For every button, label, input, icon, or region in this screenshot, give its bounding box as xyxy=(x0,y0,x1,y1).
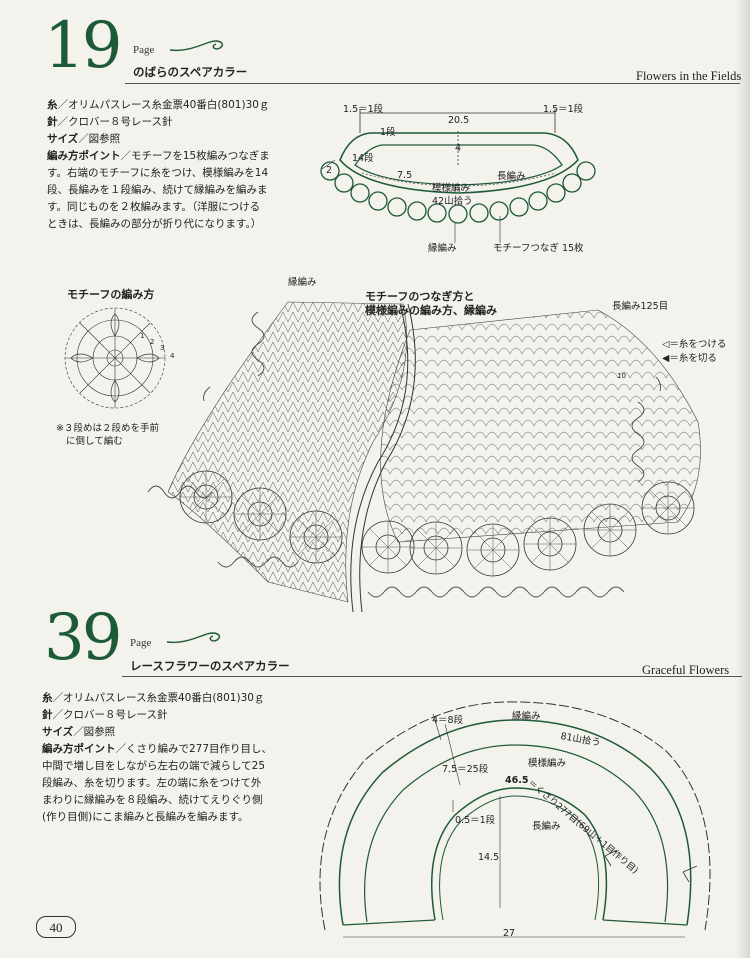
motif-chart xyxy=(64,307,166,409)
depth-label: 14.5 xyxy=(478,852,500,863)
legend-cut: ◀＝糸を切る xyxy=(662,353,717,364)
page-number-badge: 40 xyxy=(36,916,76,938)
row-1-label: 1段 xyxy=(380,127,396,138)
instruction-line: まわりに縁編みを８段編み、続けてえりぐり側 xyxy=(42,794,263,806)
pattern-label: 模様編み xyxy=(528,758,567,769)
long-stitch-top-label: 長編み125目 xyxy=(612,301,669,312)
long-stitch-label: 長編み xyxy=(532,821,561,832)
height-label: 4 xyxy=(455,143,462,154)
instruction-line: す。右端のモチーフに糸をつけ、模様編みを14 xyxy=(47,167,269,179)
instruction-line: 針／クロバー８号レース針 xyxy=(42,709,168,721)
page-gutter-shadow xyxy=(736,0,750,958)
instructions-19: 糸／オリムパスレース糸金票40番白(801)30ｇ 針／クロバー８号レース針 サ… xyxy=(47,97,270,233)
instruction-line: 針／クロバー８号レース針 xyxy=(47,116,173,128)
legend-attach: ◁＝糸をつける xyxy=(662,339,727,350)
instruction-line: 段編み、糸を切ります。左の端に糸をつけて外 xyxy=(42,777,262,789)
instruction-line: す。同じものを２枚編みます。（洋服につける xyxy=(47,201,261,213)
pickup-label: 42山拾う xyxy=(432,196,473,207)
ring-number: 4 xyxy=(170,352,175,360)
instructions-39: 糸／オリムパスレース糸金票40番白(801)30ｇ 針／クロバー８号レース針 サ… xyxy=(42,690,272,826)
row-14-label: 14段 xyxy=(352,153,374,164)
motif-note: ※３段めは２段めを手前 xyxy=(56,423,159,434)
dim-left: 1.5＝1段 xyxy=(343,104,384,115)
motif-join-label: モチーフつなぎ 15枚 xyxy=(493,243,584,254)
motif-title: モチーフの編み方 xyxy=(67,288,155,301)
instruction-line: (作り目側)にこま編みと長編みを編みます。 xyxy=(42,811,249,823)
flourish-ornament xyxy=(166,632,221,644)
ring-number: 3 xyxy=(160,344,165,352)
pattern-label: 模様編み xyxy=(432,183,471,194)
instruction-line: サイズ／図参照 xyxy=(47,133,121,145)
width-label: 27 xyxy=(503,928,516,939)
flourish-ornament xyxy=(169,40,224,52)
depth-label: 7.5 xyxy=(397,170,413,181)
chain-width-label: 46.5 xyxy=(505,775,529,786)
page-number: 40 xyxy=(49,920,63,935)
motif-note: に倒して編む xyxy=(66,436,123,447)
instruction-line: 段、長編みを１段編み、続けて縁編みを編みま xyxy=(47,184,268,196)
ring-number: 1 xyxy=(140,332,145,340)
page-word-label: Page xyxy=(133,44,155,56)
section-number-39: 39 xyxy=(44,601,122,675)
instruction-line: 編み方ポイント／くさり編みで277目作り目し、 xyxy=(42,743,273,755)
section-number-19: 19 xyxy=(44,9,122,83)
crochet-chart-19 xyxy=(147,301,701,613)
instruction-line: 編み方ポイント／モチーフを15枚編みつなぎま xyxy=(47,150,270,162)
dim-width: 20.5 xyxy=(448,115,470,126)
edging-label: 縁編み xyxy=(428,243,457,254)
instruction-line: 糸／オリムパスレース糸金票40番白(801)30ｇ xyxy=(42,692,265,704)
instruction-line: 中間で増し目をしながら左右の端で減らして25 xyxy=(42,760,266,772)
edge-row-label: 0.5＝1段 xyxy=(455,815,496,826)
page-word-label: Page xyxy=(130,637,152,649)
header-rule xyxy=(125,83,740,84)
instruction-line: ときは、長編みの部分が折り代になります。） xyxy=(47,218,262,230)
header-rule xyxy=(122,676,742,677)
section-title-en: Graceful Flowers xyxy=(642,663,730,677)
edging-top-label: 縁編み xyxy=(288,277,317,288)
ring-number: 2 xyxy=(150,338,155,346)
motif-number: 2 xyxy=(326,165,333,176)
body-rows-label: 7.5＝25段 xyxy=(442,764,489,775)
edge-rows-label: 4＝8段 xyxy=(432,715,464,726)
instruction-line: 糸／オリムパスレース糸金票40番白(801)30ｇ xyxy=(47,99,270,111)
section-title-en: Flowers in the Fields xyxy=(636,69,742,83)
edging-label: 縁編み xyxy=(512,711,541,722)
section-title-ja: のばらのスペアカラー xyxy=(133,65,248,79)
section-title-ja: レースフラワーのスペアカラー xyxy=(130,659,290,673)
collar-schematic-19 xyxy=(320,109,596,243)
collar-schematic-39 xyxy=(319,701,711,938)
dim-right: 1.5＝1段 xyxy=(543,104,584,115)
join-title: モチーフのつなぎ方と xyxy=(365,290,475,303)
long-stitch-label: 長編み xyxy=(497,171,526,182)
instruction-line: サイズ／図参照 xyxy=(42,726,116,738)
